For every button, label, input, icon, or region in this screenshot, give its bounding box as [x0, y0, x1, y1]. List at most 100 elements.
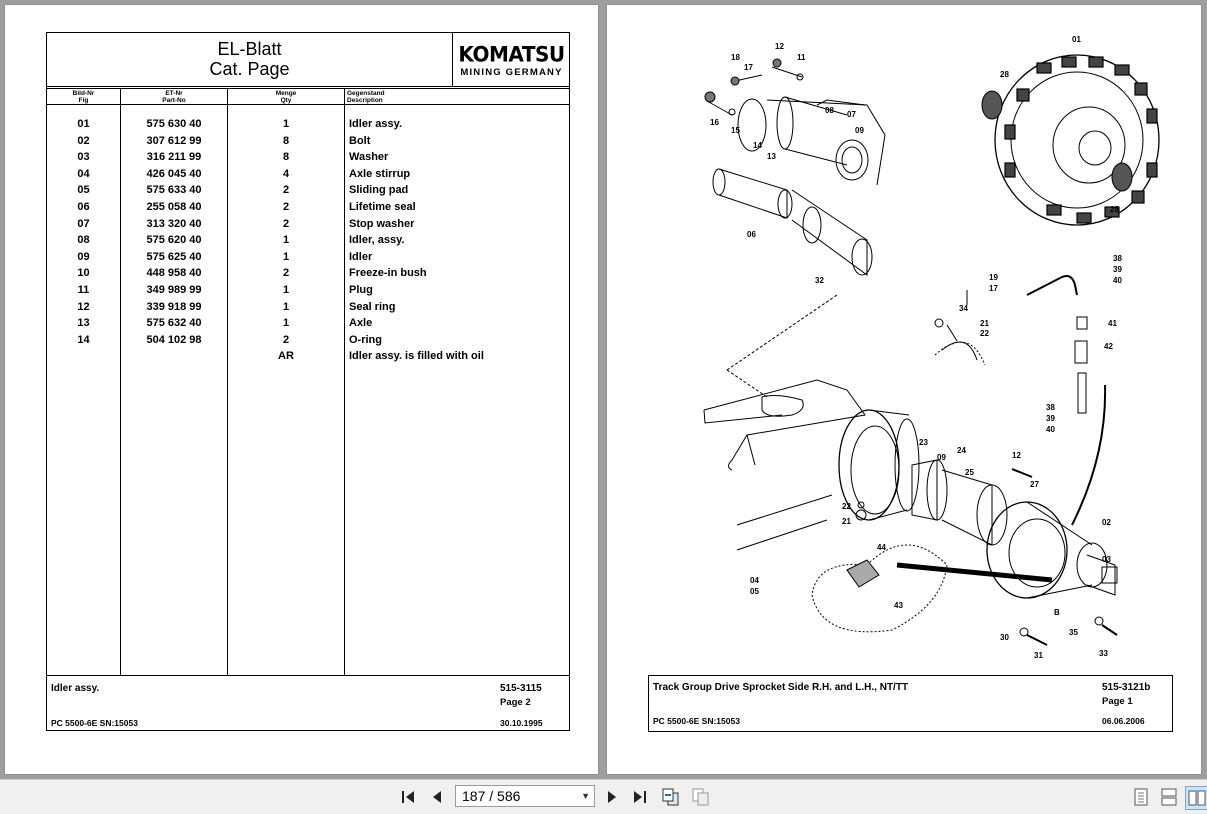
- go-forward-view-button[interactable]: [690, 786, 712, 808]
- continuous-view-button[interactable]: [1158, 786, 1180, 808]
- callout-label: 09: [855, 126, 864, 135]
- callout-label: 21: [980, 319, 989, 328]
- column-divider: [344, 88, 345, 675]
- callout-label: 34: [959, 304, 968, 313]
- single-page-icon: [1134, 788, 1148, 806]
- callout-label: 22: [842, 502, 851, 511]
- viewer-toolbar: 187 / 586 ▼: [0, 779, 1207, 814]
- footer-model: PC 5500-6E SN:15053: [653, 716, 740, 726]
- callout-label: 24: [957, 446, 966, 455]
- drawing-footer: Track Group Drive Sprocket Side R.H. and…: [648, 675, 1173, 732]
- page-number-input[interactable]: 187 / 586 ▼: [455, 785, 595, 807]
- callout-label: 38: [1113, 254, 1122, 263]
- footer-doc-no: 515-3121b: [1102, 682, 1151, 693]
- komatsu-logo: KOMATSU MINING GERMANY: [452, 33, 570, 86]
- continuous-page-icon: [1161, 788, 1177, 806]
- footer-model: PC 5500-6E SN:15053: [51, 718, 138, 728]
- callout-label: 16: [710, 118, 719, 127]
- footer-date: 30.10.1995: [500, 718, 543, 728]
- logo-sub-text: MINING GERMANY: [460, 67, 563, 78]
- callout-label: 03: [1102, 555, 1111, 564]
- left-page: EL-Blatt Cat. Page KOMATSU MINING GERMAN…: [5, 5, 598, 774]
- callout-label: 35: [1069, 628, 1078, 637]
- column-divider: [120, 88, 121, 675]
- callout-label: 28: [1110, 205, 1119, 214]
- callout-label: 43: [894, 601, 903, 610]
- callout-label: B: [1054, 608, 1060, 617]
- callout-label: 06: [747, 230, 756, 239]
- next-page-button[interactable]: [601, 786, 623, 808]
- page-footer: Idler assy. 515-3115 Page 2 PC 5500-6E S…: [47, 675, 569, 732]
- go-forward-view-icon: [692, 788, 709, 806]
- callout-label: 04: [750, 576, 759, 585]
- callout-label: 44: [877, 543, 886, 552]
- footer-description: Idler assy.: [51, 683, 100, 694]
- prev-page-icon: [433, 791, 441, 803]
- first-page-icon: [402, 791, 414, 803]
- callout-label: 23: [919, 438, 928, 447]
- first-page-button[interactable]: [398, 786, 420, 808]
- callout-label: 39: [1046, 414, 1055, 423]
- chevron-down-icon[interactable]: ▼: [581, 791, 590, 801]
- column-divider: [227, 88, 228, 675]
- callout-label: 40: [1046, 425, 1055, 434]
- callout-label: 12: [775, 42, 784, 51]
- facing-pages-icon: [1188, 790, 1206, 806]
- footer-page: Page 1: [1102, 696, 1133, 707]
- callout-label: 12: [1012, 451, 1021, 460]
- callout-label: 30: [1000, 633, 1009, 642]
- callout-label: 07: [847, 110, 856, 119]
- callout-labels: 01 28 28 18 17 12 11 16 15 14 13 08 07 0…: [710, 35, 1122, 660]
- single-page-view-button[interactable]: [1130, 786, 1152, 808]
- footer-doc-no: 515-3115: [500, 683, 542, 694]
- logo-main-text: KOMATSU: [458, 41, 565, 67]
- callout-label: 17: [989, 284, 998, 293]
- callout-label: 08: [825, 106, 834, 115]
- callout-label: 40: [1113, 276, 1122, 285]
- callout-label: 14: [753, 141, 762, 150]
- callout-label: 05: [750, 587, 759, 596]
- page-indicator: 187 / 586: [462, 788, 521, 804]
- callout-label: 28: [1000, 70, 1009, 79]
- callout-label: 19: [989, 273, 998, 282]
- callout-label: 18: [731, 53, 740, 62]
- footer-date: 06.06.2006: [1102, 716, 1145, 726]
- page-header: EL-Blatt Cat. Page KOMATSU MINING GERMAN…: [47, 33, 569, 87]
- callout-label: 17: [744, 63, 753, 72]
- callout-label: 31: [1034, 651, 1043, 660]
- title-line-2: Cat. Page: [209, 59, 290, 79]
- facing-pages-view-button[interactable]: [1185, 786, 1207, 810]
- callout-label: 11: [797, 53, 806, 62]
- prev-page-button[interactable]: [426, 786, 448, 808]
- callout-label: 22: [980, 329, 989, 338]
- callout-label: 38: [1046, 403, 1055, 412]
- callout-label: 02: [1102, 518, 1111, 527]
- callout-label: 13: [767, 152, 776, 161]
- go-back-view-button[interactable]: [660, 786, 682, 808]
- callout-label: 27: [1030, 480, 1039, 489]
- callout-label: 15: [731, 126, 740, 135]
- parts-list-frame: EL-Blatt Cat. Page KOMATSU MINING GERMAN…: [46, 32, 570, 731]
- next-page-icon: [608, 791, 616, 803]
- last-page-button[interactable]: [628, 786, 650, 808]
- footer-page: Page 2: [500, 697, 531, 708]
- callout-label: 33: [1099, 649, 1108, 658]
- callout-label: 21: [842, 517, 851, 526]
- callout-label: 42: [1104, 342, 1113, 351]
